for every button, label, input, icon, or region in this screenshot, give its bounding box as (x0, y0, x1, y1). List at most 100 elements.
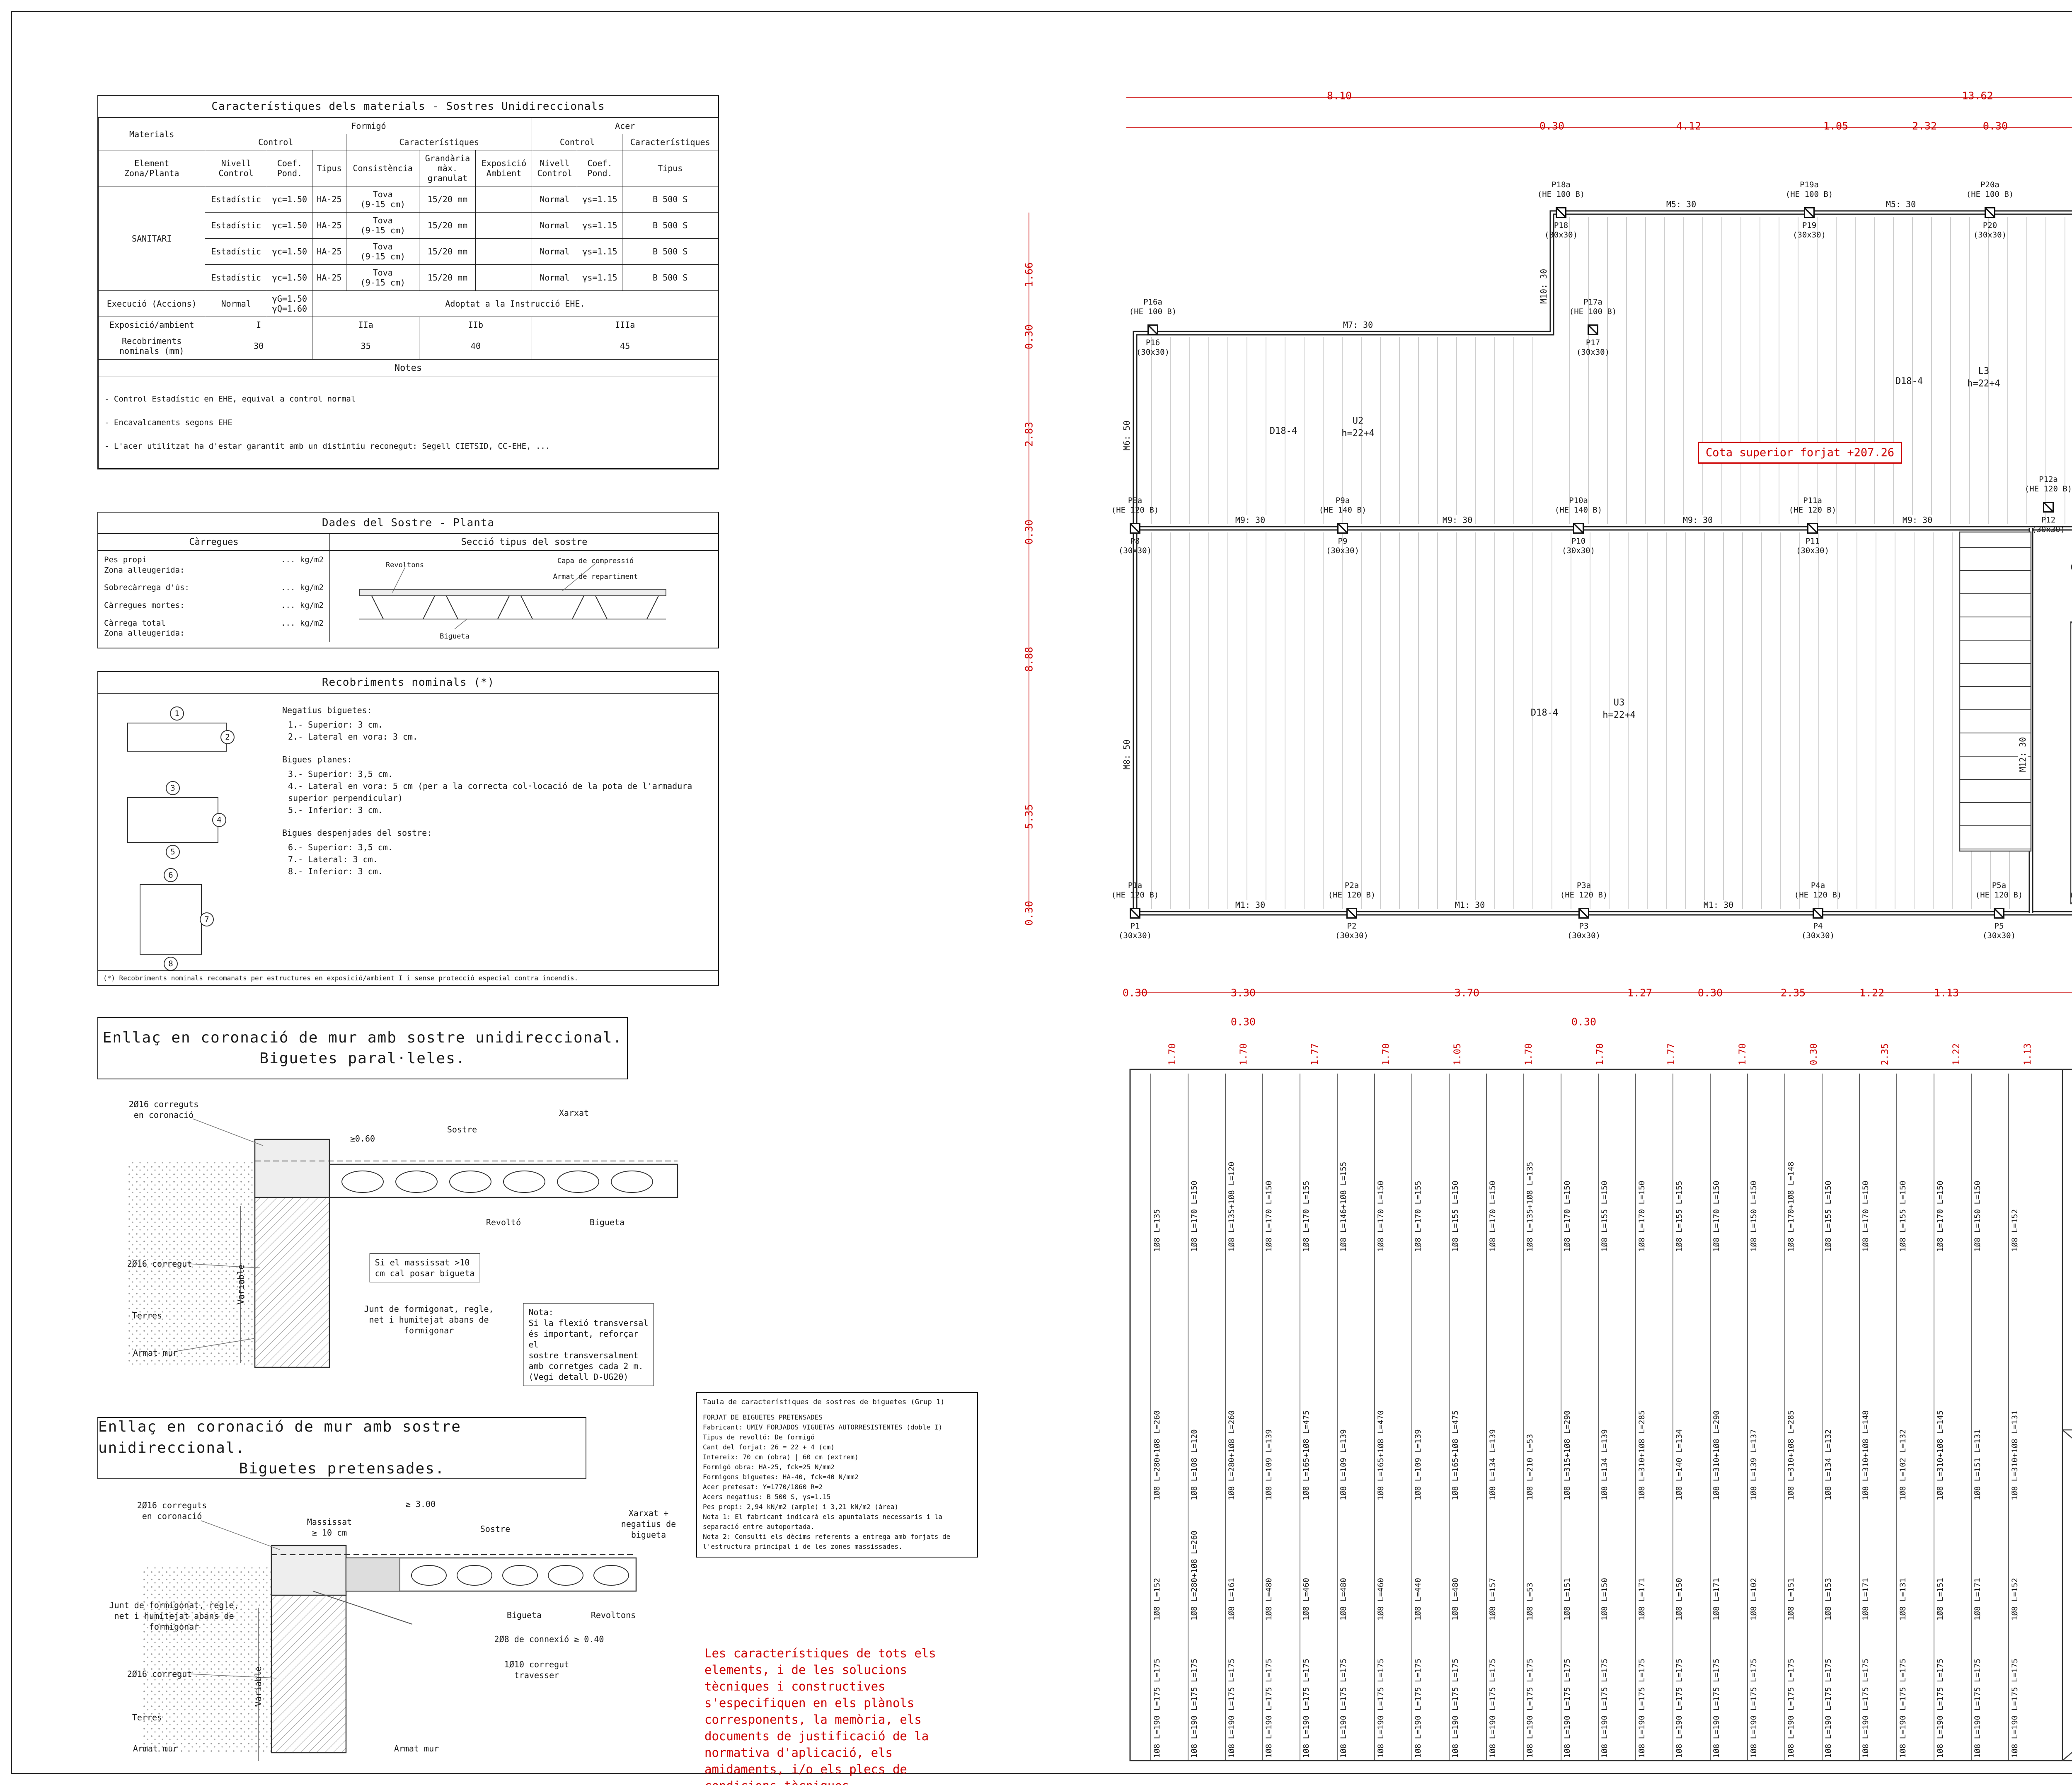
materials-cell (475, 186, 533, 213)
recob-item: 4.- Lateral en vora: 5 cm (per a la corr… (288, 781, 692, 803)
joist-note-line: Intereix: 70 cm (obra) | 60 cm (extrem) (703, 1453, 859, 1461)
joist-label: 1Ø8 L=310+1Ø8 L=131 (2010, 1410, 2019, 1500)
joist-label: 1Ø8 L=280+1Ø8 L=260 (1190, 1530, 1199, 1621)
detail-label: Massissat ≥ 10 cm (307, 1517, 352, 1538)
note-line: - Control Estadístic en EHE, equival a c… (104, 394, 356, 404)
exposicio-val: IIa (312, 317, 420, 333)
column-marker (2043, 502, 2054, 513)
joist-label: 1Ø8 L=190 L=175 L=175 (1227, 1658, 1236, 1758)
joist-label: 1Ø8 L=170 L=150 (1190, 1180, 1199, 1252)
column-label-bottom: P5 (30x30) (1982, 922, 2016, 941)
joist-label: 1Ø8 L=170 L=150 (1712, 1180, 1721, 1252)
joist-label: 1Ø8 L=155 L=150 (1898, 1180, 1907, 1252)
header-tipus-acer: Tipus (622, 150, 718, 186)
recob-item: 7.- Lateral: 3 cm. (288, 854, 378, 864)
joist-label: 1Ø8 L=460 (1376, 1578, 1385, 1621)
spacing-dimension: 1.70 (1167, 1043, 1178, 1065)
materials-cell (475, 264, 533, 291)
column-marker (1813, 908, 1823, 919)
header-exposicio: Exposició Ambient (475, 150, 533, 186)
joist-label: 1Ø8 L=135+1Ø8 L=120 (1227, 1161, 1236, 1252)
materials-cell: B 500 S (622, 186, 718, 213)
recob-item: 8.- Inferior: 3 cm. (288, 866, 383, 876)
joist-plan-linework (1129, 1069, 2072, 1761)
joist-label: 1Ø8 L=131 (1898, 1578, 1907, 1621)
spacing-dimension: 1.77 (1666, 1043, 1677, 1065)
load-label: Pes propi Zona alleugerida: (104, 555, 185, 575)
joist-label: 1Ø8 L=310+1Ø8 L=290 (1712, 1410, 1721, 1500)
joist-label: 1Ø8 L=190 L=175 L=175 (1749, 1658, 1758, 1758)
load-value: ... kg/m2 (281, 555, 324, 564)
recob-figure-number: 2 (220, 730, 235, 744)
element-cell: SANITARI (98, 186, 206, 291)
exposicio-val: I (205, 317, 312, 333)
joist-label: 1Ø8 L=109 L=139 (1339, 1429, 1348, 1500)
joist-note-line: Acers negatius: B 500 S, γs=1.15 (703, 1493, 831, 1501)
detail-label: Bigueta (589, 1217, 625, 1227)
joist-label: 1Ø8 L=171 (1861, 1578, 1870, 1621)
recob-group-negatius: Negatius biguetes: 1.- Superior: 3 cm. 2… (282, 704, 708, 743)
dimension-label: 8.88 (1023, 646, 1035, 672)
materials-cell: B 500 S (622, 238, 718, 265)
recob-figure-number: 5 (166, 845, 180, 859)
dimension-lines (1029, 97, 2072, 993)
detail2-title-line2: Biguetes pretensades. (239, 1460, 445, 1478)
header-coef-acer: Coef. Pond. (577, 150, 623, 186)
beam-label: M7: 30 (1341, 320, 1375, 330)
materials-cell: γs=1.15 (577, 264, 623, 291)
execucio-adoptat: Adoptat a la Instrucció EHE. (312, 290, 719, 317)
joist-label: 1Ø8 L=190 L=175 L=175 (1190, 1658, 1199, 1758)
disclaimer-text: Les característiques de tots els element… (704, 1646, 936, 1785)
carregues-header: Càrregues (98, 534, 329, 551)
carregues-column: Càrregues Pes propi Zona alleugerida:...… (98, 534, 330, 643)
joist-label: 1Ø8 L=151 (1563, 1578, 1572, 1621)
recob-group-despenjades: Bigues despenjades del sostre: 6.- Super… (282, 827, 708, 878)
sub-control: Control (205, 134, 346, 150)
load-value: ... kg/m2 (281, 583, 324, 593)
spacing-dimension: 0.30 (1809, 1043, 1819, 1065)
spacing-dimension: 1.05 (1452, 1043, 1463, 1065)
dimension-label: 5.35 (1023, 804, 1035, 830)
joist-label: 1Ø8 L=315+1Ø8 L=290 (1563, 1410, 1572, 1500)
execucio-normal: Normal (205, 290, 267, 317)
materials-cell: γc=1.50 (266, 264, 312, 291)
beam-label: M1: 30 (1702, 900, 1736, 910)
joist-label: 1Ø8 L=171 (1712, 1578, 1721, 1621)
group-name: Negatius biguetes: (282, 705, 372, 715)
joist-label: 1Ø8 L=190 L=175 L=175 (1264, 1658, 1273, 1758)
materials-cell: γs=1.15 (577, 212, 623, 239)
joist-label: 1Ø8 L=171 (1637, 1578, 1646, 1621)
column-label-top: P10a (HE 140 B) (1554, 496, 1602, 515)
joist-label: 1Ø8 L=190 L=175 L=175 (1712, 1658, 1721, 1758)
joist-characteristics-note: Taula de característiques de sostres de … (696, 1392, 978, 1558)
dimension-label: 0.30 (1230, 1016, 1256, 1028)
beam-label: M6: 50 (1122, 418, 1132, 452)
joist-label: 1Ø8 L=150 (1675, 1578, 1684, 1621)
materials-cell: Normal (532, 186, 578, 213)
detail-label: Xarxat (559, 1108, 589, 1118)
joist-label: 1Ø8 L=155 L=150 (1451, 1180, 1460, 1252)
detail1-title-line1: Enllaç en coronació de mur amb sostre un… (102, 1029, 623, 1046)
joist-lines (1150, 1074, 2009, 1760)
note-line: - L'acer utilitzat ha d'estar garantit a… (104, 441, 550, 451)
joist-label: 1Ø8 L=310+1Ø8 L=148 (1861, 1410, 1870, 1500)
joist-label: 1Ø8 L=460 (1302, 1578, 1311, 1621)
slab-zone-label: D18-4 (1269, 426, 1297, 437)
joist-label: 1Ø8 L=190 L=175 L=175 (1973, 1658, 1982, 1758)
recob-figure-number: 8 (164, 957, 178, 971)
dimension-label: 1.27 (1627, 987, 1653, 999)
recobriment-val: 45 (532, 333, 718, 360)
slab-zone-label: D18-4 (1895, 376, 1923, 387)
execucio-label: Execució (Accions) (98, 290, 206, 317)
recob-figure-number: 1 (170, 706, 184, 721)
detail-label: Junt de formigonat, regle, net i humitej… (364, 1304, 494, 1335)
header-tipus: Tipus (312, 150, 346, 186)
column-label-bottom: P17 (30x30) (1576, 338, 1610, 357)
